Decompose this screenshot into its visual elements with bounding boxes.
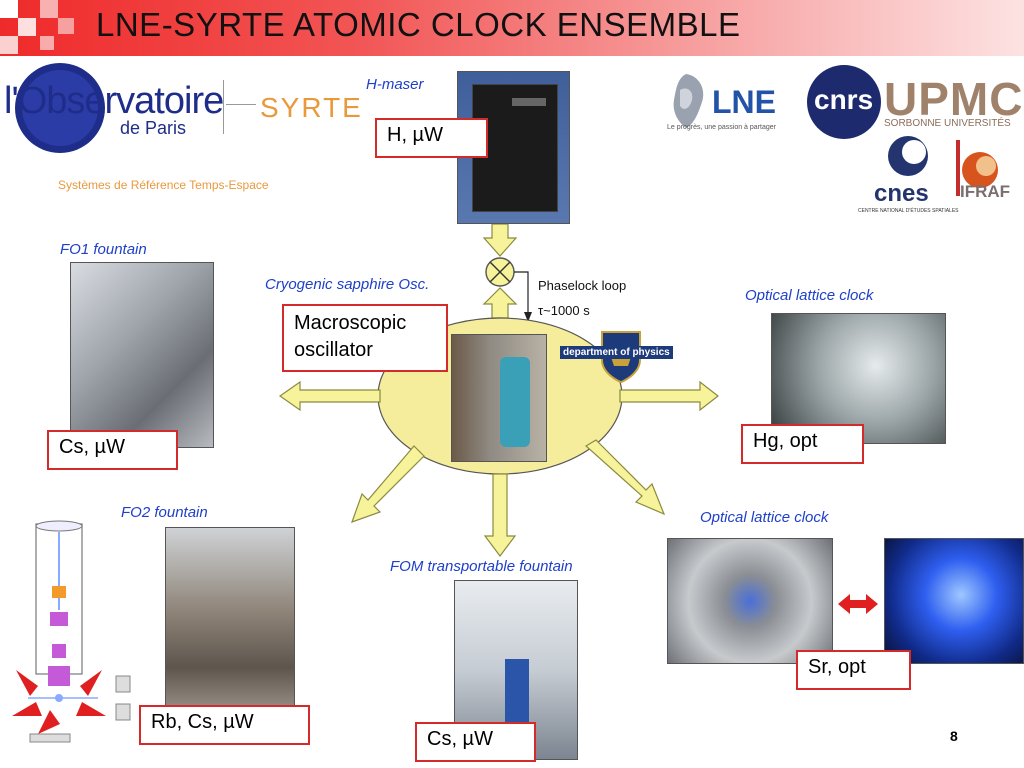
fo2-caption: FO2 fountain — [121, 504, 208, 521]
arrow-to-hg — [619, 380, 719, 412]
cnrs-logo — [807, 65, 881, 139]
lne-tagline: Le progrès, une passion à partager — [667, 124, 776, 131]
sr-double-arrow — [838, 594, 878, 614]
cnrs-logo-text: cnrs — [814, 84, 874, 115]
cnes-logo-icon — [888, 136, 928, 176]
logo-divider-line — [226, 104, 256, 105]
hg-caption: Optical lattice clock — [745, 287, 874, 304]
phaselock-feedback-line — [514, 271, 529, 318]
tau-label: τ~1000 s — [538, 303, 590, 318]
observatoire-logo-text: l'Observatoire — [4, 80, 224, 122]
maser-to-mixer-arrow — [482, 223, 518, 257]
ifraf-logo-text: IFRAF — [960, 182, 1011, 201]
fom-caption: FOM transportable fountain — [390, 558, 573, 575]
phaselock-label: Phaselock loop — [538, 278, 627, 293]
sr-caption: Optical lattice clock — [700, 509, 829, 526]
hg-label: Hg, opt — [741, 424, 864, 464]
lne-marianne-icon — [673, 74, 704, 128]
cryogenic-caption: Cryogenic sapphire Osc. — [265, 276, 430, 293]
hg-photo — [771, 313, 946, 444]
title-bar — [0, 0, 1024, 56]
fo1-caption: FO1 fountain — [60, 241, 147, 258]
observatoire-globe-logo — [15, 63, 105, 153]
sr-photo-chamber — [667, 538, 833, 664]
upmc-logo-text: UPMC — [884, 73, 1024, 125]
sr-photo-blue-lasers — [884, 538, 1024, 664]
fom-label: Cs, µW — [415, 722, 536, 762]
observatoire-logo-subtext: de Paris — [120, 118, 187, 138]
logo-divider — [223, 80, 224, 134]
page-number: 8 — [950, 728, 958, 744]
fo1-photo — [70, 262, 214, 448]
lne-logo-text: LNE — [712, 84, 776, 120]
upmc-subtext: SORBONNE UNIVERSITÉS — [884, 118, 1011, 129]
fountain-schematic-illustration — [12, 520, 131, 743]
arrow-to-fom — [483, 473, 517, 557]
fo2-label: Rb, Cs, µW — [139, 705, 310, 745]
oscillator-to-mixer-arrow — [482, 287, 518, 319]
macroscopic-oscillator-label: Macroscopic oscillator — [282, 304, 448, 372]
slide-title: LNE-SYRTE ATOMIC CLOCK ENSEMBLE — [96, 6, 741, 43]
ifraf-logo-icon — [956, 140, 1022, 196]
syrte-logo-text: SYRTE — [260, 92, 363, 123]
arrow-to-fo1 — [278, 380, 381, 412]
department-of-physics-label: department of physics — [560, 346, 673, 359]
hmaser-label: H, µW — [375, 118, 488, 158]
hmaser-caption: H-maser — [366, 76, 424, 93]
sr-label: Sr, opt — [796, 650, 911, 690]
cnes-logo-text: cnes — [874, 180, 929, 207]
fo1-label: Cs, µW — [47, 430, 178, 470]
fo2-photo — [165, 527, 295, 715]
arrow-to-sr — [584, 439, 666, 516]
phaselock-arrowhead — [524, 312, 532, 322]
sapphire-oscillator-photo — [451, 334, 547, 462]
syrte-tagline: Systèmes de Référence Temps-Espace — [58, 178, 269, 192]
arrow-to-fo2 — [351, 445, 425, 523]
decorative-squares — [0, 0, 74, 54]
cnes-subtext: CENTRE NATIONAL D'ÉTUDES SPATIALES — [858, 208, 959, 214]
